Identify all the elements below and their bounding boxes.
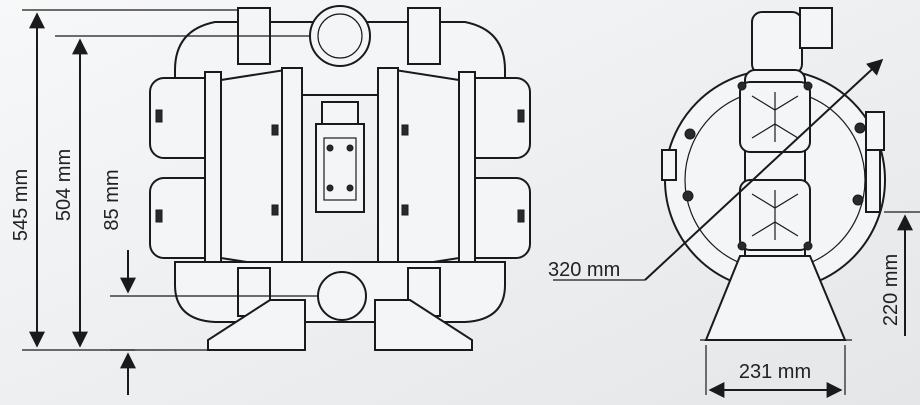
side-air-inlet xyxy=(865,111,885,151)
side-lower-valve-ribs xyxy=(751,190,799,240)
right-diaphragm-plate xyxy=(377,67,399,269)
dim-label-85: 85 mm xyxy=(101,169,123,230)
left-foot xyxy=(207,299,306,351)
top-outlet-port xyxy=(309,5,371,67)
air-valve-body xyxy=(315,123,365,213)
right-chamber-flange xyxy=(458,71,476,263)
pump-front-view xyxy=(149,5,531,351)
right-cover xyxy=(394,68,460,270)
air-valve-window xyxy=(323,137,357,201)
side-top-flange xyxy=(799,7,833,49)
top-right-flange xyxy=(407,7,441,65)
dim-label-320: 320 mm xyxy=(548,259,620,281)
left-diaphragm-plate xyxy=(281,67,303,269)
side-right-boss xyxy=(865,149,881,213)
side-upper-valve-ribs xyxy=(751,92,799,142)
air-valve-cap xyxy=(321,101,359,125)
bottom-inlet-port xyxy=(317,271,367,321)
dim-label-504: 504 mm xyxy=(53,149,75,221)
pump-side-view xyxy=(661,7,886,341)
dim-label-231: 231 mm xyxy=(739,361,811,383)
dim-label-220: 220 mm xyxy=(880,254,902,326)
side-left-boss xyxy=(661,149,677,181)
side-top-discharge xyxy=(751,11,803,75)
top-outlet-bore xyxy=(317,13,363,59)
bolts xyxy=(155,109,525,223)
right-foot xyxy=(374,299,473,351)
front-dimensions xyxy=(22,9,318,395)
left-cover xyxy=(220,68,286,270)
dim-line-320 xyxy=(644,58,884,281)
left-chamber-flange xyxy=(204,71,222,263)
dim-label-545: 545 mm xyxy=(10,169,32,241)
side-dimensions xyxy=(553,58,920,398)
